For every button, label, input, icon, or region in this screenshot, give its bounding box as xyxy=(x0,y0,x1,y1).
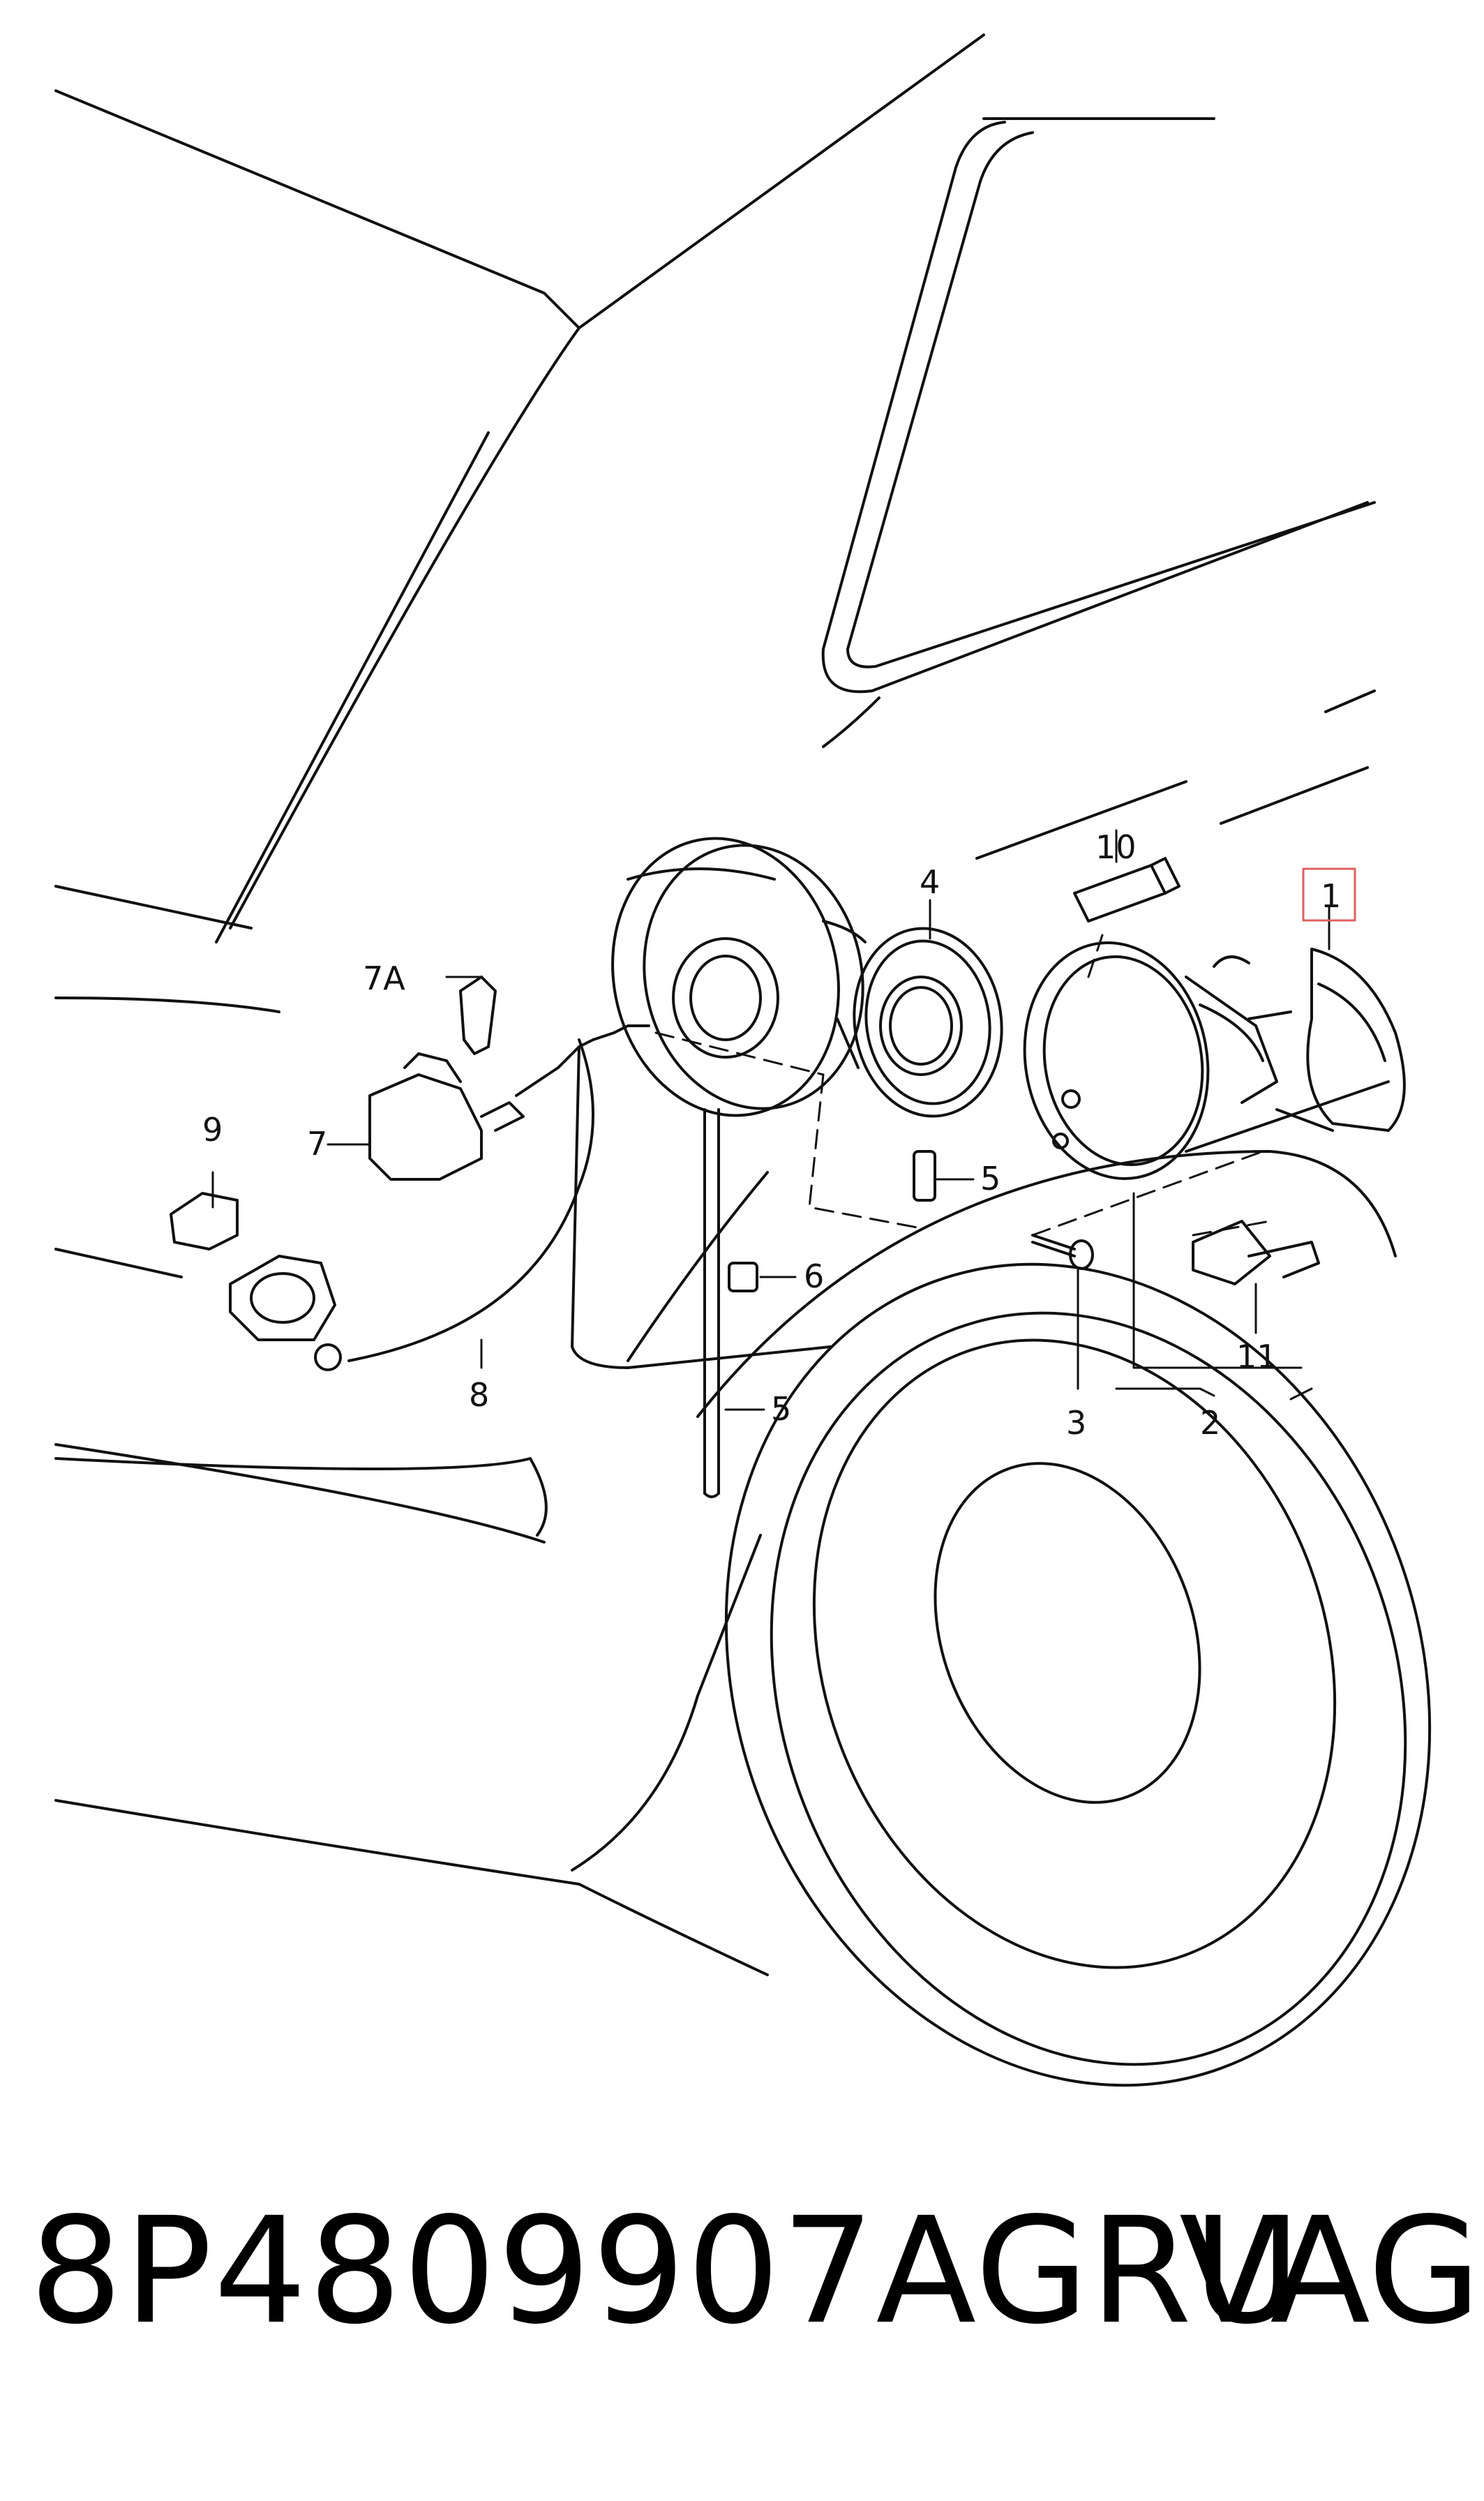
callout-2: 2 xyxy=(1200,1404,1220,1442)
callout-1-highlight xyxy=(1302,867,1356,922)
screw xyxy=(1031,1234,1094,1270)
callout-7a: 7A xyxy=(363,960,405,997)
fuel-flap xyxy=(1247,948,1406,1132)
callout-10: 10 xyxy=(1095,828,1137,866)
drain-hose xyxy=(703,1108,936,1498)
connector xyxy=(1073,857,1181,923)
callout-7: 7 xyxy=(307,1125,327,1163)
grommet xyxy=(728,1262,758,1292)
part-number: 8P4809907AGRU xyxy=(29,2186,1302,2357)
assembly-guides xyxy=(654,934,1271,1237)
leader-lines xyxy=(211,829,1331,1411)
seal-ring xyxy=(853,927,1003,1118)
holder xyxy=(170,1192,336,1341)
car-body-outline xyxy=(54,33,1397,1976)
callout-5a: 5 xyxy=(980,1160,1000,1197)
clip xyxy=(459,976,497,1055)
callout-6: 6 xyxy=(804,1257,824,1295)
callout-9: 9 xyxy=(202,1111,223,1149)
callout-3: 3 xyxy=(1066,1404,1086,1442)
callout-8: 8 xyxy=(469,1376,489,1414)
callout-5b: 5 xyxy=(771,1390,791,1428)
switch xyxy=(1192,1220,1320,1285)
wheel xyxy=(724,1262,1432,2087)
callout-4: 4 xyxy=(920,863,940,901)
callout-1: 1 xyxy=(1321,877,1341,915)
actuator-assembly xyxy=(368,1024,650,1181)
filler-housing xyxy=(611,837,867,1117)
brand-name: VAG xyxy=(1179,2186,1481,2357)
callout-11: 11 xyxy=(1236,1338,1277,1375)
flap-housing xyxy=(1023,941,1278,1180)
release-cable xyxy=(314,1038,594,1371)
callout-labels: 1 2 3 4 5 5 6 7 7A 8 9 10 11 xyxy=(202,828,1341,1442)
